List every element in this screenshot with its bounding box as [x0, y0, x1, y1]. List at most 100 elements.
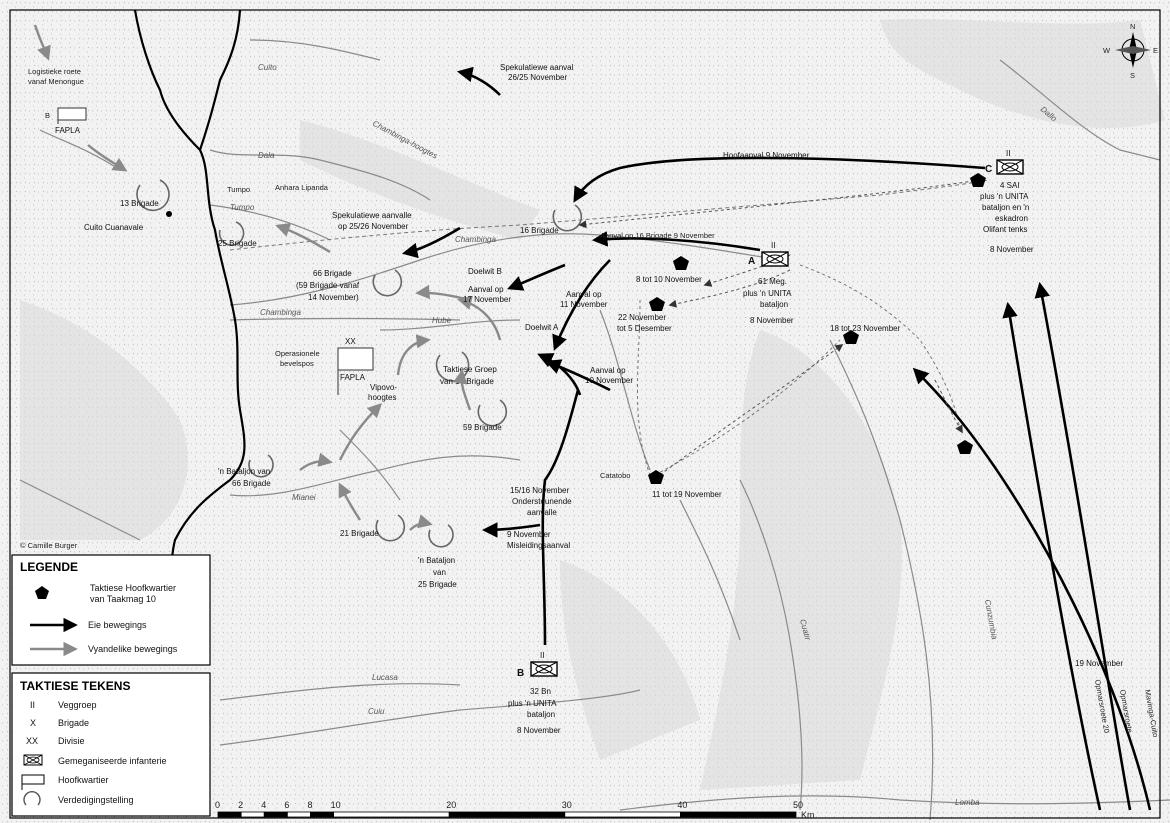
tactical-label-hq: Hoofkwartier: [58, 775, 109, 785]
scale-segment: [263, 811, 288, 818]
svg-text:B: B: [45, 111, 50, 120]
svg-text:II: II: [1006, 149, 1010, 158]
svg-text:bevelspos: bevelspos: [280, 359, 314, 368]
svg-text:(59 Brigade vanaf: (59 Brigade vanaf: [296, 281, 360, 290]
svg-text:bataljon en 'n: bataljon en 'n: [982, 203, 1029, 212]
scale-tick-label: 40: [677, 800, 687, 810]
svg-text:14 November): 14 November): [308, 293, 359, 302]
svg-text:11 November: 11 November: [560, 300, 608, 309]
label-anhara-lipanda: Anhara Lipanda: [275, 183, 329, 192]
label-ops-command: Operasionele: [275, 349, 320, 358]
label-21-brigade: 21 Brigade: [340, 529, 379, 538]
tactical-signs-panel: TAKTIESE TEKENS II Veggroep X Brigade XX…: [11, 672, 211, 817]
tactical-hq-markers: [648, 173, 986, 484]
label-chambinga-river-west: Chambinga: [260, 308, 301, 317]
compass-e: E: [1153, 46, 1158, 55]
tactical-title: TAKTIESE TEKENS: [20, 679, 130, 693]
label-cuito-cuanavale: Cuito Cuanavale: [84, 223, 144, 232]
river-hube: [379, 319, 521, 331]
hq-pentagon-c: [970, 173, 986, 187]
note-hq-11-19: 11 tot 19 November: [652, 490, 722, 499]
scale-tick-label: 0: [215, 800, 220, 810]
legend-panel: LEGENDE Taktiese Hoofkwartier van Taakma…: [11, 554, 211, 666]
unit-a: II A 61 Meg. plus 'n UNITA bataljon 8 No…: [743, 241, 794, 325]
hq-pentagon-catatobo: [648, 470, 664, 484]
svg-text:Misleidingsaanval: Misleidingsaanval: [507, 541, 570, 550]
road-network: [229, 179, 991, 251]
arrow-attack-16: [591, 231, 761, 252]
label-cuito-river: Cuito: [258, 63, 277, 72]
label-hube-river: Hube: [432, 316, 452, 325]
label-16-brigade: 16 Brigade: [520, 226, 559, 235]
svg-text:aanvalle: aanvalle: [527, 508, 557, 517]
svg-text:plus 'n UNITA: plus 'n UNITA: [980, 192, 1029, 201]
compass-w: W: [1103, 46, 1111, 55]
fapla-division-hq: XX FAPLA: [337, 337, 374, 395]
note-spek-top: Spekulatiewe aanval: [500, 63, 574, 72]
svg-text:66 Brigade: 66 Brigade: [232, 479, 271, 488]
label-vipovo-heights: Vipovo-: [370, 383, 397, 392]
note-attack-17: Aanval op: [468, 285, 504, 294]
note-main-attack: Hoofaanval 9 November: [723, 151, 810, 160]
svg-text:C: C: [985, 164, 992, 175]
scale-segment: [448, 811, 566, 818]
scale-tick-label: 20: [446, 800, 456, 810]
river-lomba: [619, 795, 1170, 811]
terrain-shading: [20, 18, 1165, 790]
note-hq-8-10: 8 tot 10 November: [636, 275, 702, 284]
svg-text:XX: XX: [345, 337, 356, 346]
svg-text:op 25/26 November: op 25/26 November: [338, 222, 409, 231]
tactical-sym-veggroep: II: [30, 700, 35, 710]
note-hq-18-23: 18 tot 23 November: [830, 324, 901, 333]
note-nov-19: 19 November: [1075, 659, 1123, 668]
scale-segment: [564, 811, 681, 818]
legend-hq-label: Taktiese Hoofkwartier: [90, 583, 176, 593]
tactical-label-mech: Gemeganiseerde infanterie: [58, 756, 167, 766]
svg-text:FAPLA: FAPLA: [340, 373, 366, 382]
mech-infantry-icon: [23, 754, 43, 766]
tactical-label-veggroep: Veggroep: [58, 700, 97, 710]
svg-text:61 Meg.: 61 Meg.: [758, 277, 787, 286]
unit-c: II C 4 SAI plus 'n UNITA bataljon en 'n …: [980, 149, 1034, 254]
river-lucasa: [219, 683, 461, 701]
svg-text:4 SAI: 4 SAI: [1000, 181, 1020, 190]
svg-text:vanaf Menongue: vanaf Menongue: [28, 77, 84, 86]
note-spek-mid: Spekulatiewe aanvalle: [332, 211, 412, 220]
svg-text:Olifant tenks: Olifant tenks: [983, 225, 1027, 234]
scale-segment: [310, 811, 335, 818]
fapla-hq-top: B FAPLA: [45, 107, 87, 135]
scale-tick-label: 2: [238, 800, 243, 810]
svg-text:II: II: [540, 651, 544, 660]
compass-rose: N S E W: [1103, 22, 1158, 80]
svg-text:bataljon: bataljon: [527, 710, 555, 719]
legend-hq-icon: [35, 586, 49, 599]
map-credit: © Camille Burger: [20, 541, 78, 550]
note-support-attacks: 15/16 November: [510, 486, 569, 495]
river-cunzumbia: [829, 339, 934, 821]
svg-text:10 November: 10 November: [585, 376, 633, 385]
cuito-river-main: [133, 9, 246, 601]
note-attack-11: Aanval op: [566, 290, 602, 299]
svg-text:eskadron: eskadron: [995, 214, 1028, 223]
svg-text:8 November: 8 November: [517, 726, 561, 735]
own-movements: [401, 66, 1152, 811]
note-attack-16: Aanval op 16 Brigade 9 November: [600, 231, 715, 240]
svg-text:8 November: 8 November: [750, 316, 794, 325]
scale-tick-label: 30: [562, 800, 572, 810]
svg-text:plus 'n UNITA: plus 'n UNITA: [508, 699, 557, 708]
arrow-deception: [481, 522, 541, 538]
label-battalion-66: 'n Bataljon van: [218, 467, 270, 476]
label-logistics-route: Logistieke roete: [28, 67, 81, 76]
label-battalion-25: 'n Bataljon: [418, 556, 455, 565]
note-hq-22: 22 November: [618, 313, 666, 322]
place-labels: Cuito Cuanavale Tumpo Anhara Lipanda Cat…: [84, 183, 630, 480]
svg-text:A: A: [748, 256, 755, 267]
svg-text:van 16 Brigade: van 16 Brigade: [440, 377, 494, 386]
river-mianei: [229, 455, 521, 497]
cuito-cuanavale-dot: [166, 211, 172, 217]
label-tactical-group-16: Taktiese Groep: [443, 365, 497, 374]
tactical-label-defensive: Verdedigingstelling: [58, 795, 134, 805]
scale-tick-label: 50: [793, 800, 803, 810]
label-lucasa-river: Lucasa: [372, 673, 398, 682]
